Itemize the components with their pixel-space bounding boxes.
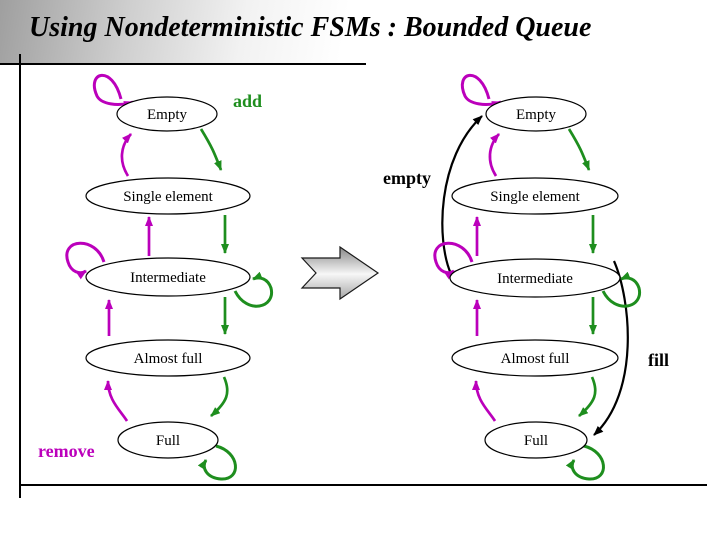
slide-title: Using Nondeterministic FSMs : Bounded Qu… <box>29 12 592 43</box>
abstract-transition-empty-intermediate-to-empty <box>441 115 483 275</box>
fill-label: fill <box>648 350 669 370</box>
state-label-almostfull-left: Almost full <box>134 351 203 367</box>
state-ellipse-single-right <box>451 177 619 215</box>
title-underline <box>0 63 366 65</box>
bottom-border-line <box>20 484 707 486</box>
state-ellipse-almostfull-right <box>451 339 619 377</box>
self-loop-remove-intermediate-left <box>65 241 106 280</box>
state-label-almostfull-right: Almost full <box>501 351 570 367</box>
state-ellipse-almostfull-left <box>85 339 251 377</box>
state-ellipse-intermediate-right <box>449 258 621 298</box>
state-ellipse-full-right <box>484 421 588 459</box>
state-label-full-left: Full <box>156 433 180 449</box>
left-border-line <box>19 54 21 478</box>
state-label-single-right: Single element <box>490 189 580 205</box>
transition-add-almostfull-to-full-left <box>210 376 229 418</box>
self-loop-add-intermediate-left <box>233 271 273 308</box>
transition-add-empty-to-single-right <box>567 128 591 171</box>
state-label-empty-right: Empty <box>516 107 556 123</box>
add-label: add <box>233 91 262 111</box>
fsm-left: Empty Single element Intermediate Almost… <box>38 73 273 481</box>
transform-arrow <box>300 245 380 301</box>
transition-remove-single-to-empty-left <box>120 133 133 177</box>
state-ellipse-empty-left <box>116 96 218 132</box>
empty-label: empty <box>383 168 431 188</box>
state-ellipse-full-left <box>117 421 219 459</box>
transition-remove-full-to-almostfull-right <box>472 380 497 422</box>
state-label-intermediate-left: Intermediate <box>130 270 206 286</box>
self-loop-remove-empty-right <box>460 73 502 109</box>
fsm-right: Empty Single element Intermediate Almost… <box>383 73 669 481</box>
transition-add-almostfull-to-full-right <box>578 376 597 418</box>
self-loop-add-full-right <box>565 444 605 481</box>
remove-label: remove <box>38 441 95 461</box>
state-ellipse-intermediate-left <box>85 257 251 297</box>
self-loop-remove-intermediate-right <box>433 241 474 280</box>
state-label-intermediate-right: Intermediate <box>497 271 573 287</box>
self-loop-add-intermediate-right <box>601 271 641 308</box>
transition-remove-full-to-almostfull-left <box>104 380 129 422</box>
state-ellipse-empty-right <box>485 96 587 132</box>
state-label-single-left: Single element <box>123 189 213 205</box>
state-label-empty-left: Empty <box>147 107 187 123</box>
transition-add-empty-to-single-left <box>199 128 223 171</box>
header-gradient-band <box>0 0 720 63</box>
state-ellipse-single-left <box>85 177 251 215</box>
transition-remove-single-to-empty-right <box>488 133 501 177</box>
state-label-full-right: Full <box>524 433 548 449</box>
self-loop-add-full-left <box>197 444 237 481</box>
bottom-border-tick <box>19 477 21 498</box>
self-loop-remove-empty-left <box>92 73 134 109</box>
